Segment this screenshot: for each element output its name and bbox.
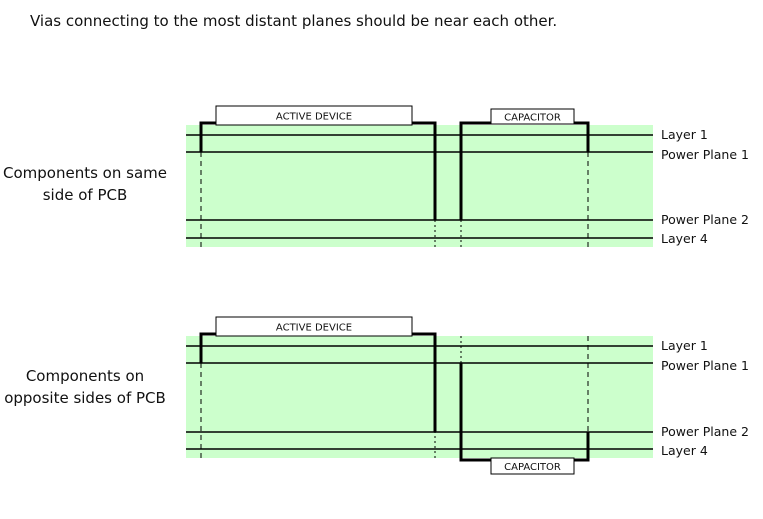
page-title: Vias connecting to the most distant plan…	[30, 12, 558, 30]
panel-same-side: ACTIVE DEVICE CAPACITOR Layer 1 Power Pl…	[186, 105, 749, 247]
layer-label: Power Plane 1	[661, 358, 749, 373]
via-trace	[459, 121, 491, 220]
capacitor-label: CAPACITOR	[504, 462, 561, 473]
layer-label: Layer 4	[661, 231, 708, 246]
capacitor-label: CAPACITOR	[504, 113, 561, 124]
layer-label: Power Plane 1	[661, 147, 749, 162]
layer-label: Layer 4	[661, 443, 708, 458]
panel-label-same-side: Components on same side of PCB	[3, 164, 167, 204]
via-trace	[199, 121, 216, 152]
via-trace	[574, 121, 590, 152]
capacitor-box	[490, 108, 575, 125]
active-device-label: ACTIVE DEVICE	[276, 323, 352, 334]
panel-label-opposite-sides: Components on opposite sides of PCB	[4, 367, 166, 407]
layer-label: Layer 1	[661, 338, 708, 353]
capacitor-box	[490, 457, 575, 475]
active-device-label: ACTIVE DEVICE	[276, 112, 352, 123]
layer-label: Layer 1	[661, 127, 708, 142]
layer-label: Power Plane 2	[661, 212, 749, 227]
panel-opposite-sides: ACTIVE DEVICE CAPACITOR Layer 1 Power Pl…	[186, 316, 749, 475]
via-trace	[574, 432, 590, 462]
via-trace	[412, 332, 437, 432]
layer-label: Power Plane 2	[661, 424, 749, 439]
via-trace	[412, 121, 437, 220]
active-device-box	[215, 105, 413, 126]
pcb-board	[186, 125, 653, 247]
pcb-board	[186, 336, 653, 458]
via-trace	[459, 363, 491, 462]
active-device-box	[215, 316, 413, 337]
via-trace	[199, 332, 216, 363]
